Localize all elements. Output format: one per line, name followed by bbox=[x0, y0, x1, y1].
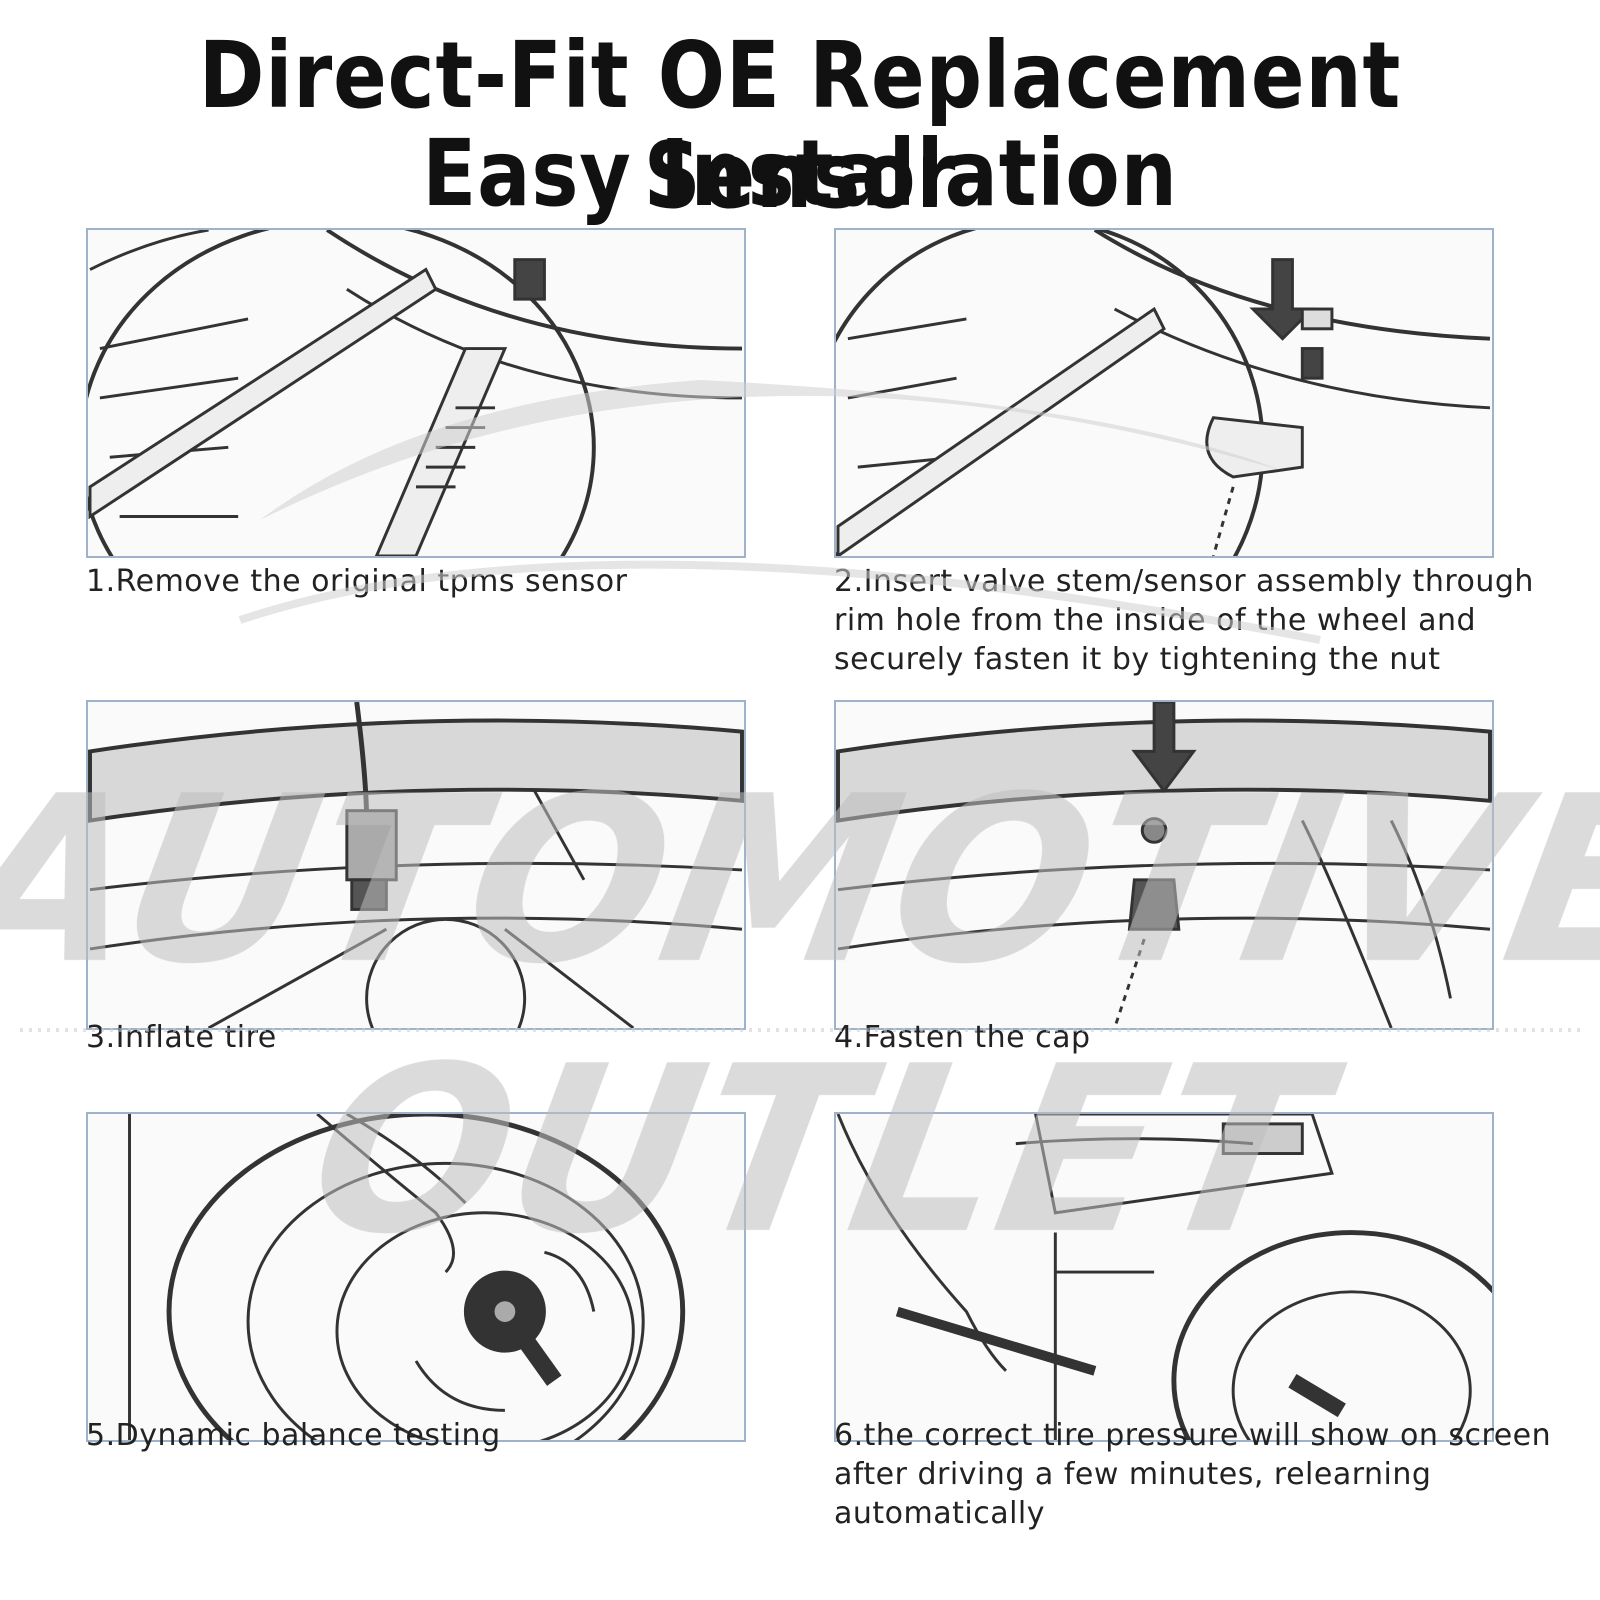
step-5-caption: 5.Dynamic balance testing bbox=[86, 1418, 501, 1453]
step-5-illustration bbox=[86, 1112, 746, 1442]
step-2-caption: 2.Insert valve stem/sensor assembly thro… bbox=[834, 564, 1534, 677]
step-4-caption: 4.Fasten the cap bbox=[834, 1020, 1091, 1055]
step-4-illustration bbox=[834, 700, 1494, 1030]
page-subtitle: Easy Installation bbox=[422, 120, 1178, 227]
step-2-illustration bbox=[834, 228, 1494, 558]
step-6-illustration bbox=[834, 1112, 1494, 1442]
step-1-caption: 1.Remove the original tpms sensor bbox=[86, 564, 628, 599]
step-3-illustration bbox=[86, 700, 746, 1030]
page-title: Direct-Fit OE Replacement Sensor bbox=[198, 22, 1402, 229]
step-3-caption: 3.Inflate tire bbox=[86, 1020, 277, 1055]
step-6-caption: 6.the correct tire pressure will show on… bbox=[834, 1418, 1552, 1531]
step-1-illustration bbox=[86, 228, 746, 558]
